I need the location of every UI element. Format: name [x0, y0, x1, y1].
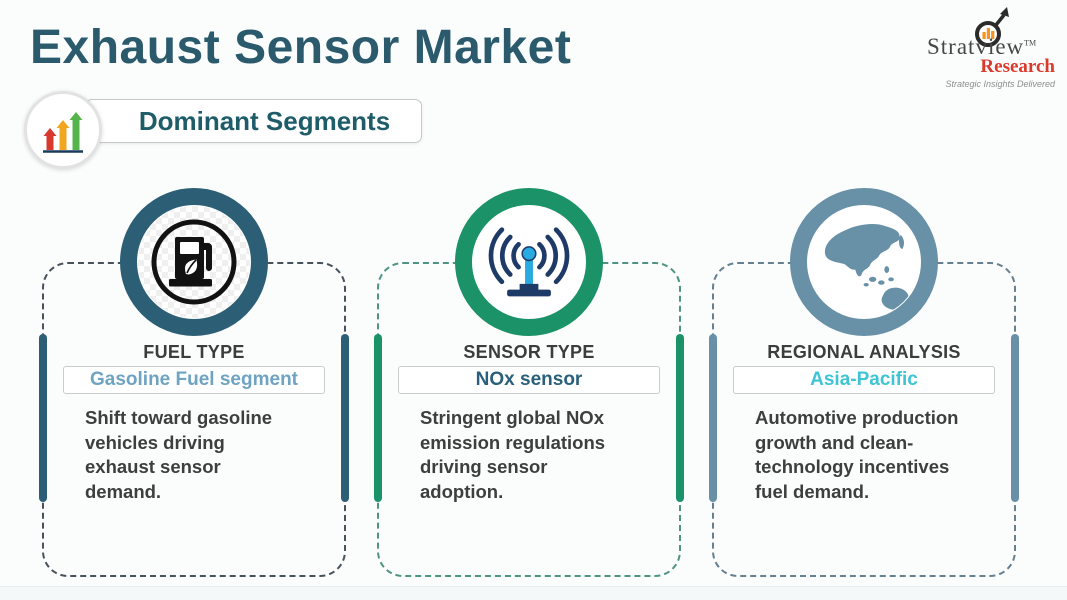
page-title: Exhaust Sensor Market	[30, 21, 572, 74]
trademark-symbol: TM	[1024, 38, 1037, 48]
regional-analysis-icon-ring	[790, 188, 938, 336]
section-badge-label: Dominant Segments	[138, 105, 391, 136]
badge-icon-circle	[24, 91, 102, 169]
card-segment-chip: Gasoline Fuel segment	[63, 366, 325, 394]
fuel-pump-icon	[151, 219, 237, 305]
sensor-type-icon-ring	[455, 188, 603, 336]
accent-bar-left	[39, 334, 47, 502]
section-badge: Dominant Segments	[85, 99, 422, 143]
card-description: Stringent global NOx emission regulation…	[420, 407, 606, 502]
card-segment-chip: Asia-Pacific	[733, 366, 995, 394]
sensor-signal-icon	[488, 227, 570, 297]
fuel-type-icon-ring	[120, 188, 268, 336]
card-category: FUEL TYPE	[143, 342, 245, 362]
card-fuel-type: FUEL TYPE Gasoline Fuel segment Shift to…	[39, 188, 349, 577]
brand-name: StratviewTM	[927, 34, 1037, 59]
card-category: REGIONAL ANALYSIS	[767, 342, 961, 362]
brand-tagline: Strategic Insights Delivered	[945, 79, 1055, 89]
accent-bar-left	[709, 334, 717, 502]
accent-bar-left	[374, 334, 382, 502]
card-description: Shift toward gasoline vehicles driving e…	[85, 407, 273, 502]
card-segment-chip: NOx sensor	[398, 366, 660, 394]
brand-name-secondary: Research	[980, 56, 1055, 77]
magnifier-chart-icon	[975, 7, 1009, 47]
bottom-edge-divider	[0, 586, 1067, 600]
card-category: SENSOR TYPE	[463, 342, 595, 362]
asia-pacific-map-icon	[824, 223, 913, 310]
growth-arrows-icon	[43, 112, 83, 153]
card-sensor-type: SENSOR TYPE NOx sensor Stringent global …	[374, 188, 684, 577]
card-description: Automotive production growth and clean- …	[755, 407, 959, 502]
accent-bar-right	[1011, 334, 1019, 502]
accent-bar-right	[341, 334, 349, 502]
brand-logo: StratviewTM Research Strategic Insights …	[927, 7, 1055, 92]
accent-bar-right	[676, 334, 684, 502]
card-regional-analysis: REGIONAL ANALYSIS Asia-Pacific Automotiv…	[709, 188, 1019, 577]
